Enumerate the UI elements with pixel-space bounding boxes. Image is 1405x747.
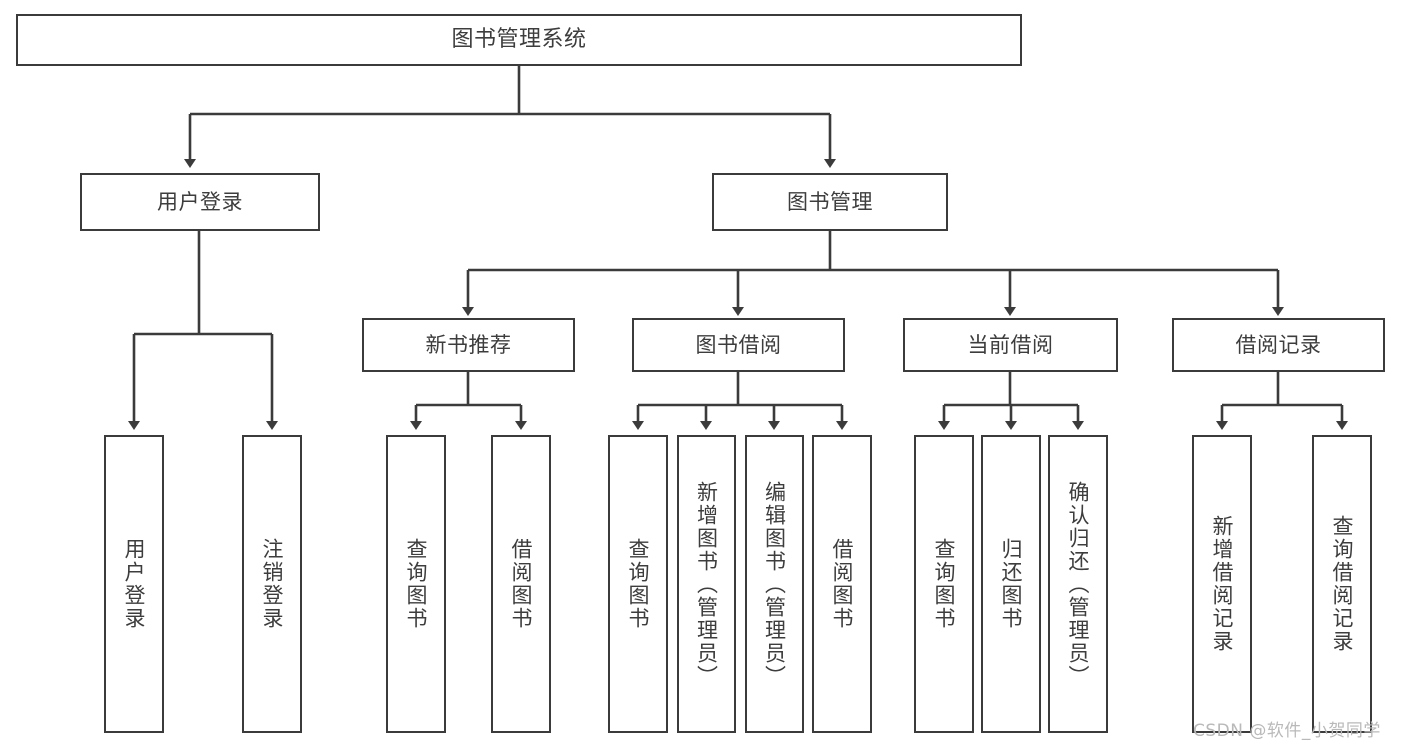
node-label: 新书推荐 xyxy=(425,332,512,357)
node-new-book-recommendation[interactable]: 新书推荐 xyxy=(362,318,575,372)
node-label: 借阅记录 xyxy=(1235,332,1322,357)
node-label: 查询图书 xyxy=(626,538,651,630)
node-label: 用户登录 xyxy=(122,538,147,630)
node-label: 当前借阅 xyxy=(967,332,1054,357)
node-book-management[interactable]: 图书管理 xyxy=(712,173,948,231)
node-label: 借阅图书 xyxy=(509,538,534,630)
leaf-return-books[interactable]: 归还图书 xyxy=(981,435,1041,733)
node-label: 归还图书 xyxy=(999,538,1024,630)
node-label: 新增借阅记录 xyxy=(1210,515,1235,653)
node-label: 查询图书 xyxy=(932,538,957,630)
node-label: 图书借阅 xyxy=(695,332,782,357)
node-borrow-records[interactable]: 借阅记录 xyxy=(1172,318,1385,372)
node-label: 注销登录 xyxy=(260,538,285,630)
node-label: 确认归还（管理员） xyxy=(1066,480,1091,688)
node-label: 图书管理系统 xyxy=(451,27,587,53)
leaf-user-login[interactable]: 用户登录 xyxy=(104,435,164,733)
node-label: 查询图书 xyxy=(404,538,429,630)
leaf-query-books-borrow[interactable]: 查询图书 xyxy=(608,435,668,733)
node-book-borrowing[interactable]: 图书借阅 xyxy=(632,318,845,372)
leaf-confirm-return-admin[interactable]: 确认归还（管理员） xyxy=(1048,435,1108,733)
node-label: 新增图书（管理员） xyxy=(694,480,719,688)
leaf-query-books-current[interactable]: 查询图书 xyxy=(914,435,974,733)
leaf-add-borrow-record[interactable]: 新增借阅记录 xyxy=(1192,435,1252,733)
node-user-login[interactable]: 用户登录 xyxy=(80,173,320,231)
leaf-borrow-books-new[interactable]: 借阅图书 xyxy=(491,435,551,733)
leaf-add-book-admin[interactable]: 新增图书（管理员） xyxy=(677,435,736,733)
leaf-query-borrow-record[interactable]: 查询借阅记录 xyxy=(1312,435,1372,733)
leaf-logout[interactable]: 注销登录 xyxy=(242,435,302,733)
node-current-borrowing[interactable]: 当前借阅 xyxy=(903,318,1118,372)
node-label: 借阅图书 xyxy=(830,538,855,630)
node-book-management-system[interactable]: 图书管理系统 xyxy=(16,14,1022,66)
leaf-edit-book-admin[interactable]: 编辑图书（管理员） xyxy=(745,435,804,733)
leaf-query-books-new[interactable]: 查询图书 xyxy=(386,435,446,733)
node-label: 编辑图书（管理员） xyxy=(762,480,787,688)
watermark: CSDN @软件_小贺同学 xyxy=(1193,721,1381,741)
leaf-borrow-books[interactable]: 借阅图书 xyxy=(812,435,872,733)
node-label: 查询借阅记录 xyxy=(1330,515,1355,653)
node-label: 用户登录 xyxy=(157,189,243,214)
node-label: 图书管理 xyxy=(787,189,873,214)
